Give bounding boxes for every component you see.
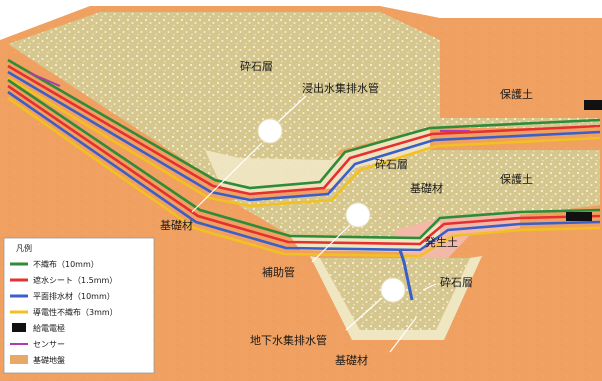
lower-liner-lines bbox=[7, 78, 601, 258]
label-groundwater-pipe: 地下水集排水管 bbox=[250, 333, 327, 347]
legend-label-electrode: 給電電極 bbox=[33, 323, 65, 333]
label-gravel-top: 砕石層 bbox=[240, 59, 273, 73]
upper-liner-lines bbox=[7, 58, 601, 208]
electrode-lower bbox=[566, 212, 592, 221]
mid-pipe-circle bbox=[345, 202, 371, 228]
legend-swatch-electrode bbox=[12, 323, 26, 332]
label-base-material-bottom: 基礎材 bbox=[335, 353, 368, 367]
legend-swatch-ground bbox=[10, 355, 28, 364]
label-generated-soil: 発生土 bbox=[425, 235, 458, 249]
gravel-layer-mid bbox=[230, 150, 600, 242]
legend-label-conductive: 導電性不織布（3mm） bbox=[33, 307, 118, 317]
label-protect-soil-upper: 保護土 bbox=[500, 87, 533, 101]
sensor-line-left bbox=[29, 72, 61, 87]
label-auxiliary-pipe: 補助管 bbox=[262, 265, 295, 279]
background-blank bbox=[0, 0, 602, 40]
auxiliary-pipe bbox=[398, 249, 414, 301]
legend-label-sheet: 遮水シート（1.5mm） bbox=[33, 275, 117, 285]
legend-label-sensor: センサー bbox=[33, 340, 65, 349]
legend-label-drain: 平面排水材（10mm） bbox=[33, 291, 115, 301]
label-base-material-mid: 基礎材 bbox=[410, 181, 443, 195]
legend-label-nonwoven: 不織布（10mm） bbox=[33, 259, 99, 269]
legend: 凡例 不織布（10mm） 遮水シート（1.5mm） 平面排水材（10mm） 導電… bbox=[3, 237, 155, 374]
label-base-material-left: 基礎材 bbox=[160, 218, 193, 232]
electrode-upper bbox=[584, 100, 602, 110]
groundwater-pipe-circle bbox=[380, 277, 406, 303]
legend-label-ground: 基礎地盤 bbox=[33, 355, 65, 365]
label-gravel-mid: 砕石層 bbox=[375, 157, 408, 171]
legend-box bbox=[3, 237, 155, 374]
leachate-pipe-circle bbox=[257, 118, 283, 144]
legend-title: 凡例 bbox=[16, 243, 32, 253]
label-leachate-pipe: 浸出水集排水管 bbox=[302, 81, 379, 95]
label-gravel-bottom: 砕石層 bbox=[440, 275, 473, 289]
leader-lines bbox=[191, 95, 437, 353]
label-protect-soil-lower: 保護土 bbox=[500, 172, 533, 186]
base-material-trench bbox=[310, 256, 482, 340]
gravel-layer-top bbox=[8, 12, 600, 188]
